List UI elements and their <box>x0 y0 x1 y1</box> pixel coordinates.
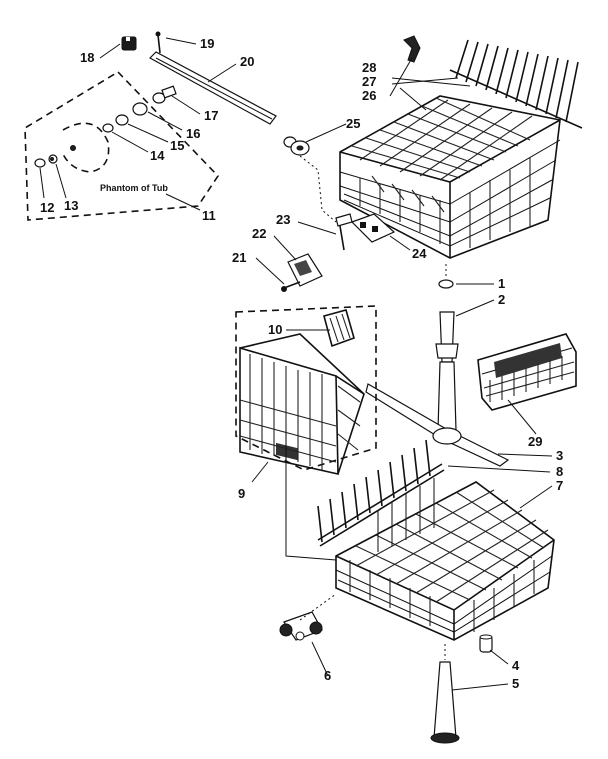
callout-1: 1 <box>498 276 505 291</box>
callout-14: 14 <box>150 148 165 163</box>
part-8-tine-row <box>317 439 445 547</box>
callout-labels: 19 18 20 17 16 15 14 13 12 11 25 28 27 2… <box>40 36 563 691</box>
upper-rack-wires <box>351 97 533 248</box>
callout-19: 19 <box>200 36 214 51</box>
part-hub-pin <box>70 145 76 151</box>
part-7-lower-rack <box>335 478 555 641</box>
callout-22: 22 <box>252 226 266 241</box>
callout-9: 9 <box>238 486 245 501</box>
part-15-roller <box>115 114 129 126</box>
callout-25: 25 <box>346 116 360 131</box>
spray-arm-assembly <box>365 264 510 467</box>
part-5-wash-tube <box>430 644 460 744</box>
part-1-gasket <box>438 279 454 289</box>
rack-adjuster-group <box>281 213 396 292</box>
callout-21: 21 <box>232 250 246 265</box>
callout-29: 29 <box>528 434 542 449</box>
part-14-washer <box>102 123 114 133</box>
callout-13: 13 <box>64 198 78 213</box>
part-9-cutlery-basket-group <box>235 305 377 476</box>
part-16-spacer <box>132 102 148 116</box>
callout-23: 23 <box>276 212 290 227</box>
callout-7: 7 <box>556 478 563 493</box>
tub-phantom-outline: Phantom of Tub <box>24 70 220 221</box>
callout-6: 6 <box>324 668 331 683</box>
part-4-bushing <box>479 634 493 653</box>
part-29-silverware-basket <box>477 333 577 411</box>
callout-4: 4 <box>512 658 520 673</box>
upper-rack <box>339 35 583 259</box>
lower-rack-wires <box>349 478 549 632</box>
callout-26: 26 <box>362 88 376 103</box>
part-21-screw <box>283 281 301 289</box>
part-6-wheel-bracket <box>279 611 323 641</box>
callout-28: 28 <box>362 60 376 75</box>
tub-caption: Phantom of Tub <box>100 183 168 193</box>
upper-rail-group <box>121 31 277 125</box>
callout-12: 12 <box>40 200 54 215</box>
part-19-screw <box>157 34 161 54</box>
wheel-hardware-group <box>34 85 177 168</box>
callout-10: 10 <box>268 322 282 337</box>
callout-15: 15 <box>170 138 184 153</box>
part-28-clip <box>403 35 421 63</box>
callout-16: 16 <box>186 126 200 141</box>
callout-3: 3 <box>556 448 563 463</box>
callout-18: 18 <box>80 50 94 65</box>
callout-27: 27 <box>362 74 376 89</box>
part-23-screw <box>335 213 353 227</box>
leader-lines <box>39 37 553 691</box>
part-12-nut <box>34 158 46 168</box>
callout-17: 17 <box>204 108 218 123</box>
callout-5: 5 <box>512 676 519 691</box>
part-10-basket-lid <box>323 309 355 348</box>
part-27-cup-shelf-tines <box>449 39 583 129</box>
callout-20: 20 <box>240 54 254 69</box>
callout-8: 8 <box>556 464 563 479</box>
callout-2: 2 <box>498 292 505 307</box>
part-25-roller-bracket <box>283 136 310 156</box>
callout-24: 24 <box>412 246 427 261</box>
callout-11: 11 <box>202 208 216 223</box>
